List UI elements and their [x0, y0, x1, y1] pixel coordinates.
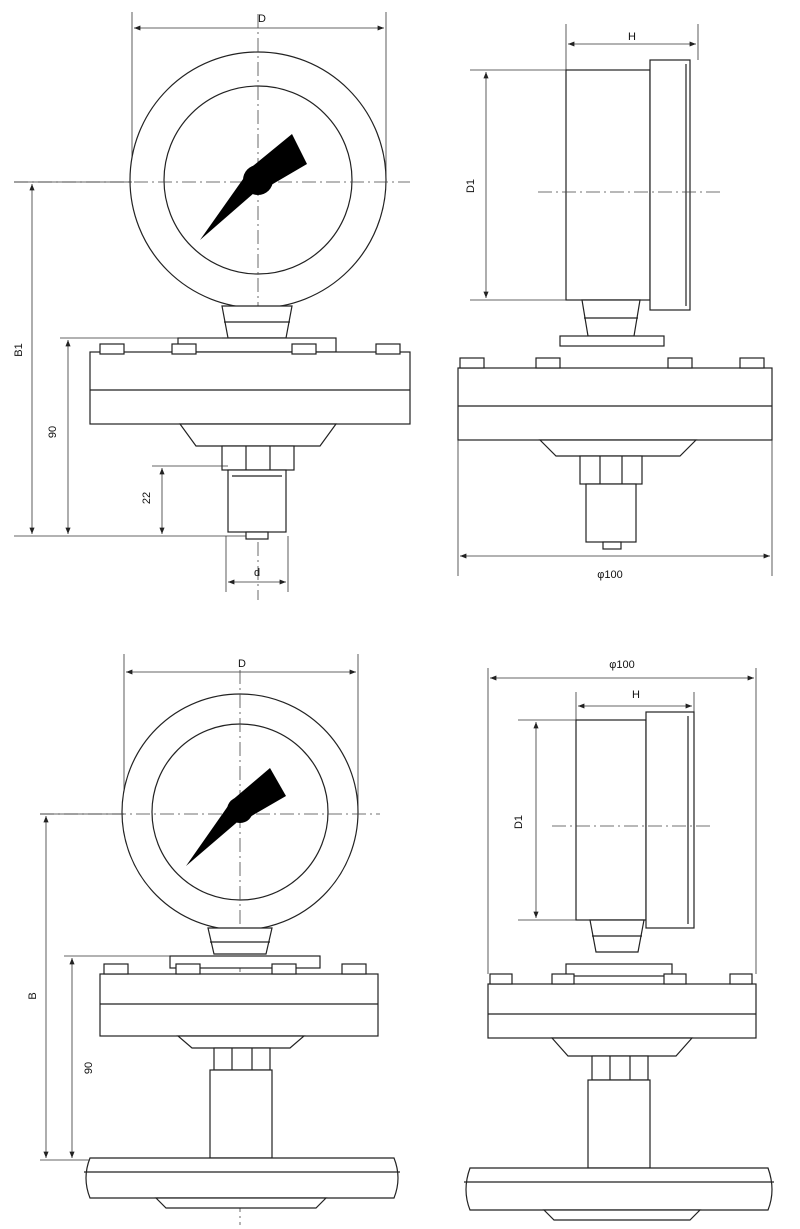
- dimension-D1: D1: [513, 815, 525, 829]
- dimension-phi100: φ100: [609, 659, 635, 671]
- hex-nut: [221, 445, 295, 471]
- dimension-D: D: [258, 13, 266, 25]
- front-view-threaded: D B1: [13, 12, 411, 600]
- dimension-90: 90: [83, 1062, 95, 1074]
- dimension-B: B: [27, 992, 39, 999]
- gauge-pointer: [186, 768, 286, 866]
- diaphragm-flange-side: [457, 367, 773, 441]
- front-view-flanged: D B: [27, 654, 400, 1225]
- dimension-D1: D1: [465, 179, 477, 193]
- dimension-90: 90: [47, 426, 59, 438]
- dimension-H: H: [632, 689, 640, 701]
- dimension-phi100: φ100: [597, 569, 623, 581]
- side-view-threaded: H D1 φ100: [457, 24, 773, 581]
- dimension-22: 22: [141, 492, 153, 504]
- diaphragm-flange: [89, 351, 411, 425]
- gauge-pointer: [200, 134, 307, 240]
- extension-stem: [209, 1069, 273, 1159]
- side-view-flanged: φ100 H D1: [464, 659, 774, 1221]
- gauge-case-side: [565, 69, 651, 301]
- dimension-D: D: [238, 658, 246, 670]
- threaded-connection: [227, 469, 287, 533]
- dimension-d: d: [254, 567, 260, 579]
- dimension-B1: B1: [13, 343, 25, 356]
- gauge-bezel: [649, 59, 691, 311]
- dimension-H: H: [628, 31, 636, 43]
- process-flange: [85, 1157, 399, 1199]
